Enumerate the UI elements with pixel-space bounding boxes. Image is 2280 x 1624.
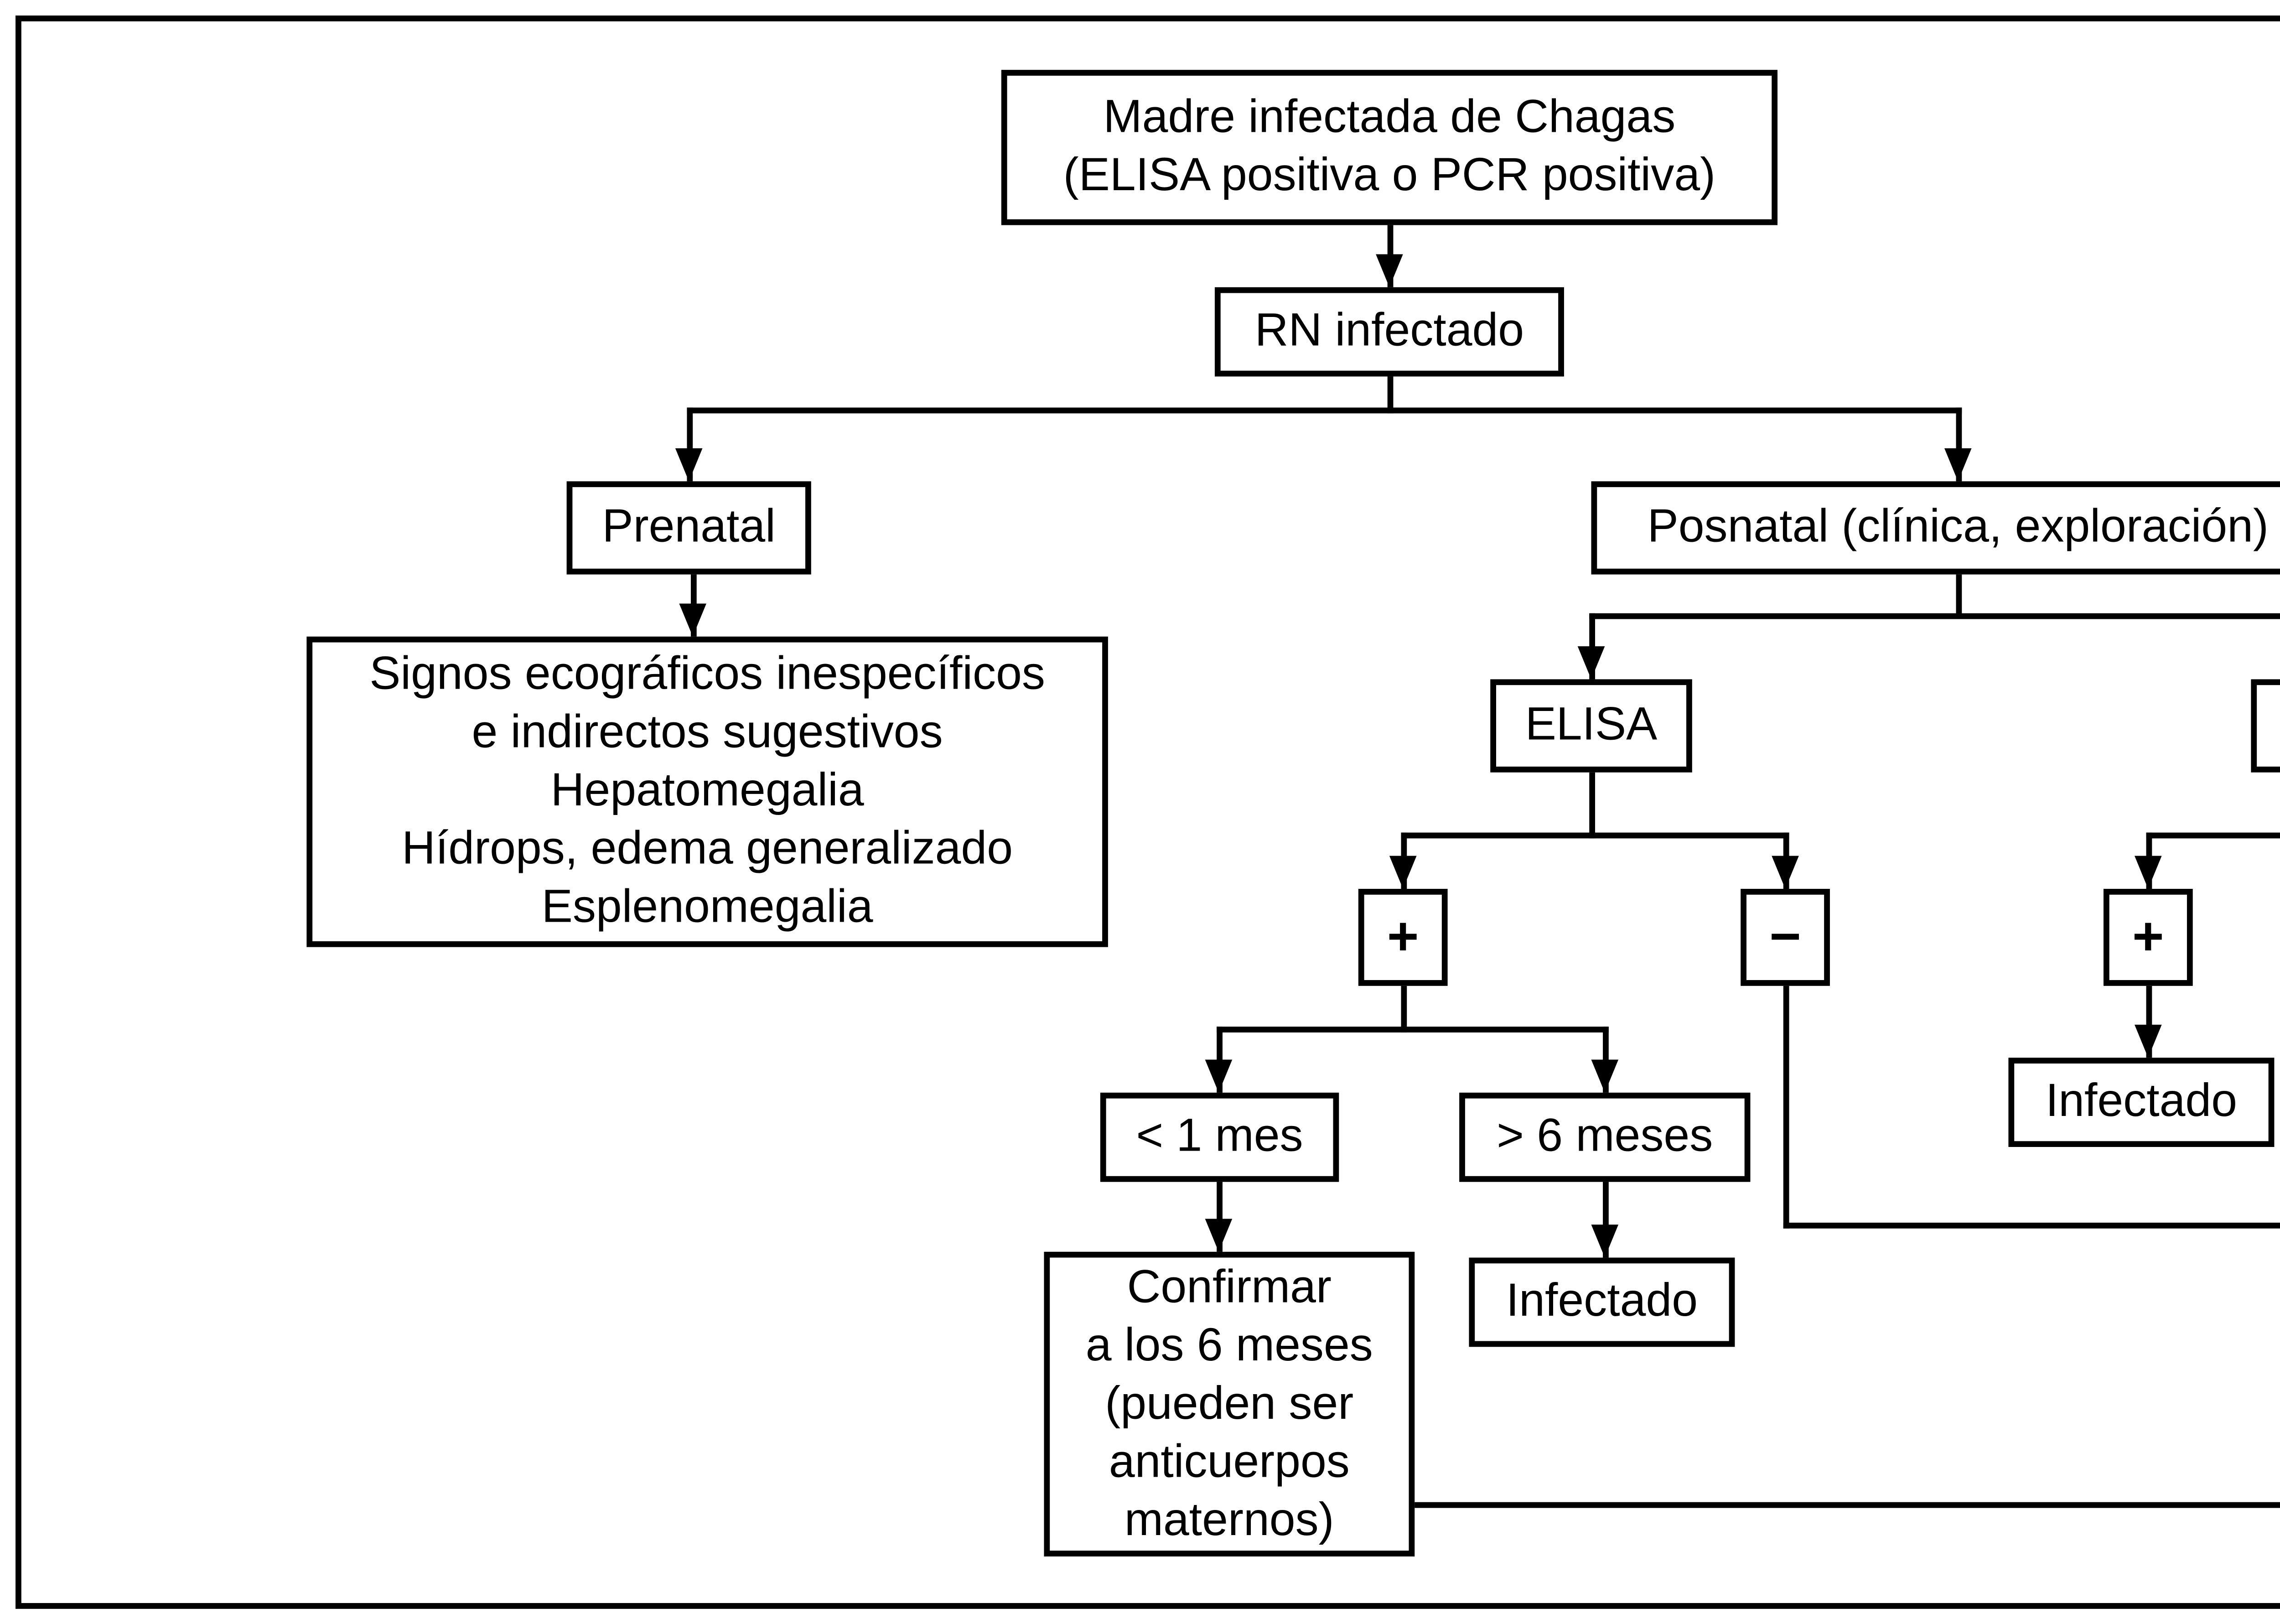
node-signos-ecograficos: Signos ecográficos inespecíficos e indir… (306, 636, 1108, 947)
splitter-pcr-resultados (2145, 832, 2280, 839)
feedback-elisa-negativo-across (1782, 1222, 2280, 1229)
node-pcr-positivo: + (2103, 889, 2193, 986)
node-elisa-positivo: + (1358, 889, 1448, 986)
connector-rn-splitter (1386, 376, 1393, 414)
node-elisa: ELISA (1490, 679, 1692, 773)
arrowhead-into-prenatal (674, 448, 702, 482)
arrowhead-into-elisa-negativo (1771, 856, 1798, 889)
node-menor-1-mes: < 1 mes (1100, 1092, 1339, 1182)
splitter-elisa-resultados (1400, 832, 1788, 839)
node-confirmar-6-meses: Confirmar a los 6 meses (pueden ser anti… (1044, 1251, 1415, 1557)
node-rn-infectado: RN infectado (1214, 287, 1564, 377)
arrowhead-into-menor-1-mes (1204, 1059, 1232, 1093)
arrowhead-into-pcr-positivo (2133, 856, 2161, 889)
splitter-prenatal-posnatal (686, 407, 1961, 414)
node-mayor-6-meses: > 6 meses (1459, 1092, 1751, 1182)
splitter-edad (1216, 1027, 1608, 1033)
connector-elisa-splitter (1588, 772, 1594, 839)
node-madre-infectada: Madre infectada de Chagas (ELISA positiv… (1001, 70, 1778, 225)
arrowhead-into-infectado-pcr (2133, 1024, 2161, 1058)
feedback-confirmar-across (1415, 1502, 2280, 1508)
arrowhead-into-infectado-elisa (1590, 1224, 1617, 1258)
connector-elisa-positivo-splitter (1400, 986, 1406, 1033)
splitter-elisa-pcr (1588, 613, 2280, 619)
arrowhead-into-mayor-6-meses (1590, 1059, 1617, 1093)
node-elisa-negativo: − (1741, 889, 1830, 986)
node-prenatal: Prenatal (566, 481, 811, 575)
arrowhead-into-elisa-positivo (1388, 856, 1416, 889)
arrowhead-into-elisa (1576, 646, 1604, 680)
node-pcr: PCR (2251, 679, 2280, 773)
feedback-elisa-negativo-down (1782, 986, 1788, 1229)
arrowhead-into-posnatal (1943, 448, 1971, 482)
node-infectado-elisa: Infectado (1469, 1257, 1735, 1347)
arrowhead-into-confirmar (1204, 1219, 1232, 1252)
node-infectado-pcr: Infectado (2008, 1058, 2275, 1147)
arrowhead-into-signos (678, 603, 705, 637)
node-posnatal: Posnatal (clínica, exploración) (1591, 481, 2280, 575)
connector-posnatal-splitter (1955, 574, 1961, 619)
arrowhead-into-rn (1375, 254, 1402, 287)
